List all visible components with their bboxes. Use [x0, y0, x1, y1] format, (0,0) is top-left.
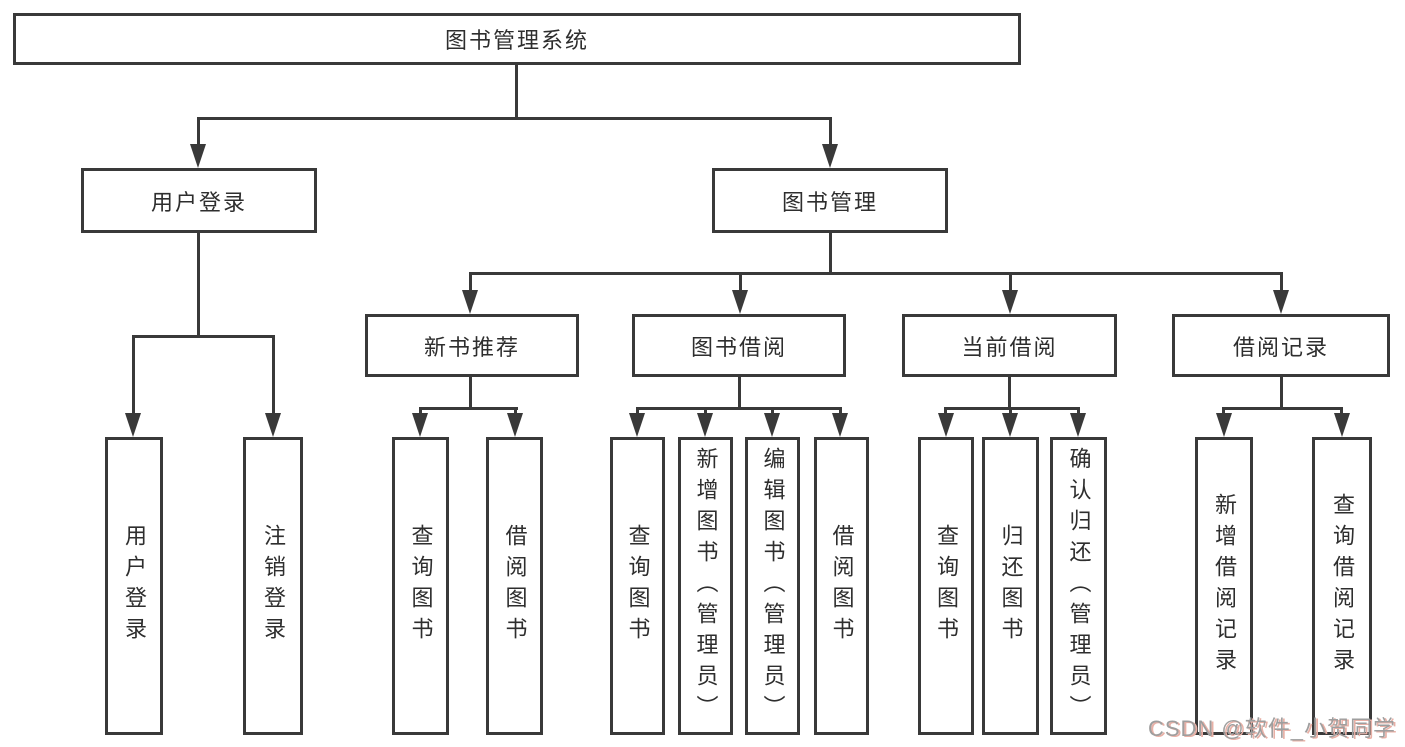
- connector-borrowing-trunk: [738, 377, 741, 409]
- arrowhead-icon: [629, 413, 645, 437]
- arrowhead-icon: [1070, 413, 1086, 437]
- leaf-confirm-return-admin: 确认归还（管理员）: [1050, 437, 1107, 735]
- leaf-query-book-1: 查询图书: [392, 437, 449, 735]
- arrowhead-icon: [412, 413, 428, 437]
- connector-to-book-mgmt: [829, 117, 832, 146]
- connector-records-bus: [1222, 407, 1343, 410]
- node-current-borrowing: 当前借阅: [902, 314, 1117, 377]
- leaf-edit-book-admin: 编辑图书（管理员）: [745, 437, 800, 735]
- leaf-logout: 注销登录: [243, 437, 303, 735]
- arrowhead-icon: [832, 413, 848, 437]
- connector-leaf-stem: [1222, 407, 1225, 415]
- node-borrowing-records: 借阅记录: [1172, 314, 1390, 377]
- connector-level3-bus: [469, 272, 1283, 275]
- node-book-borrowing: 图书借阅: [632, 314, 846, 377]
- arrowhead-icon: [822, 144, 838, 168]
- leaf-add-book-admin: 新增图书（管理员）: [678, 437, 733, 735]
- leaf-query-book-3-label: 查询图书: [934, 524, 959, 648]
- connector-book-mgmt-trunk: [829, 233, 832, 274]
- arrowhead-icon: [1216, 413, 1232, 437]
- connector-to-borrowing: [739, 272, 742, 292]
- arrowhead-icon: [125, 413, 141, 437]
- leaf-confirm-return-admin-label: 确认归还（管理员）: [1066, 446, 1092, 726]
- connector-current-trunk: [1008, 377, 1011, 409]
- node-user-login-label: 用户登录: [150, 189, 247, 215]
- leaf-user-login-label: 用户登录: [122, 524, 147, 648]
- connector-leaf-stem: [704, 407, 707, 415]
- leaf-borrow-book-2-label: 借阅图书: [829, 524, 855, 648]
- arrowhead-icon: [1002, 290, 1018, 314]
- arrowhead-icon: [732, 290, 748, 314]
- connector-leaf-stem: [636, 407, 639, 415]
- arrowhead-icon: [1273, 290, 1289, 314]
- node-book-borrowing-label: 图书借阅: [690, 334, 787, 360]
- connector-to-new-book: [469, 272, 472, 292]
- leaf-query-book-2-label: 查询图书: [625, 524, 651, 648]
- leaf-logout-label: 注销登录: [261, 524, 286, 648]
- connector-user-login-trunk: [197, 233, 200, 337]
- leaf-borrow-book-1: 借阅图书: [486, 437, 543, 735]
- connector-leaf-stem: [1009, 407, 1012, 415]
- node-library-system: 图书管理系统: [13, 13, 1021, 65]
- connector-leaf-stem: [1077, 407, 1080, 415]
- leaf-edit-book-admin-label: 编辑图书（管理员）: [760, 446, 786, 726]
- leaf-query-book-3: 查询图书: [918, 437, 974, 735]
- arrowhead-icon: [938, 413, 954, 437]
- leaf-return-book-label: 归还图书: [998, 524, 1024, 648]
- leaf-return-book: 归还图书: [982, 437, 1039, 735]
- leaf-query-borrow-record: 查询借阅记录: [1312, 437, 1372, 735]
- arrowhead-icon: [190, 144, 206, 168]
- connector-user-login-bus: [132, 335, 275, 338]
- connector-root-trunk: [515, 64, 518, 117]
- connector-borrowing-bus: [637, 407, 841, 410]
- connector-leaf-stem: [839, 407, 842, 415]
- leaf-query-borrow-record-label: 查询借阅记录: [1330, 493, 1355, 679]
- arrowhead-icon: [697, 413, 713, 437]
- node-borrowing-records-label: 借阅记录: [1232, 334, 1329, 360]
- connector-leaf-stem: [771, 407, 774, 415]
- leaf-borrow-book-1-label: 借阅图书: [502, 524, 528, 648]
- node-user-login: 用户登录: [81, 168, 317, 233]
- connector-leaf-stem: [419, 407, 422, 415]
- connector-to-logout-leaf: [272, 335, 275, 413]
- leaf-add-book-admin-label: 新增图书（管理员）: [693, 446, 719, 726]
- leaf-add-borrow-record: 新增借阅记录: [1195, 437, 1253, 735]
- node-book-management: 图书管理: [712, 168, 948, 233]
- leaf-query-book-2: 查询图书: [610, 437, 665, 735]
- connector-to-user-login: [197, 117, 200, 146]
- node-new-book-recommend: 新书推荐: [365, 314, 579, 377]
- connector-to-login-leaf: [132, 335, 135, 413]
- leaf-borrow-book-2: 借阅图书: [814, 437, 869, 735]
- connector-leaf-stem: [514, 407, 517, 415]
- arrowhead-icon: [462, 290, 478, 314]
- connector-to-records: [1280, 272, 1283, 292]
- connector-newbook-trunk: [469, 377, 472, 409]
- node-current-borrowing-label: 当前借阅: [961, 334, 1058, 360]
- connector-leaf-stem: [1340, 407, 1343, 415]
- leaf-user-login: 用户登录: [105, 437, 163, 735]
- connector-level2-bus: [197, 117, 832, 120]
- arrowhead-icon: [507, 413, 523, 437]
- arrowhead-icon: [764, 413, 780, 437]
- connector-leaf-stem: [944, 407, 947, 415]
- connector-records-trunk: [1280, 377, 1283, 409]
- arrowhead-icon: [1334, 413, 1350, 437]
- node-library-system-label: 图书管理系统: [444, 28, 589, 53]
- leaf-add-borrow-record-label: 新增借阅记录: [1212, 493, 1237, 679]
- csdn-watermark: CSDN @软件_小贺同学: [1147, 716, 1396, 741]
- connector-to-current: [1009, 272, 1012, 292]
- connector-newbook-bus: [419, 407, 518, 410]
- leaf-query-book-1-label: 查询图书: [408, 524, 434, 648]
- node-book-management-label: 图书管理: [781, 189, 878, 215]
- arrowhead-icon: [265, 413, 281, 437]
- arrowhead-icon: [1002, 413, 1018, 437]
- node-new-book-recommend-label: 新书推荐: [423, 334, 520, 360]
